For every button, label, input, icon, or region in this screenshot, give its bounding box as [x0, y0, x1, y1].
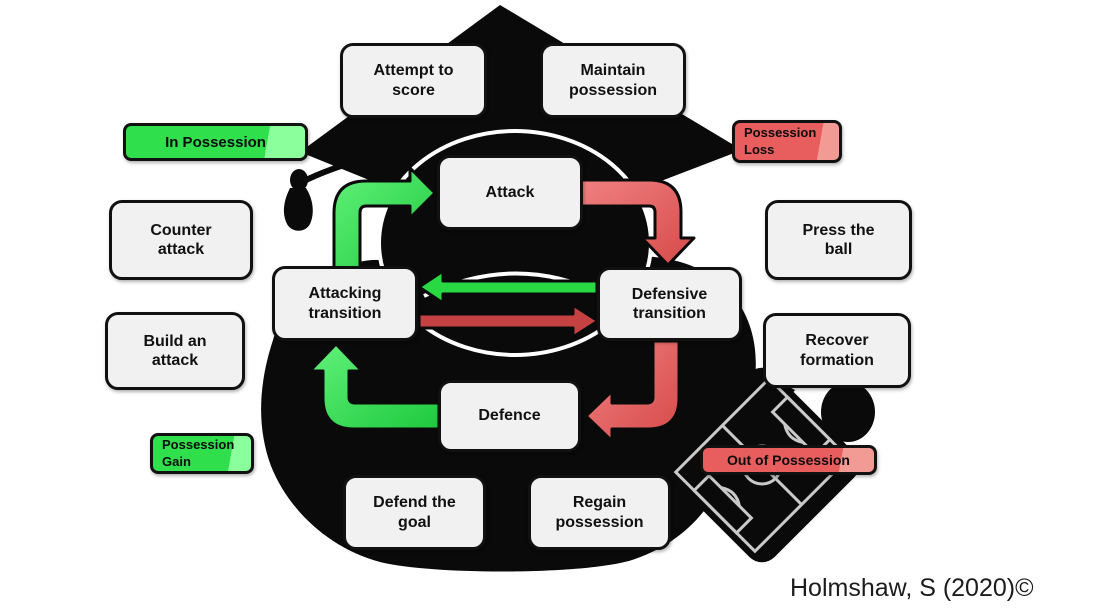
tassel-icon	[283, 155, 369, 231]
credit-text: Holmshaw, S (2020)©	[790, 574, 1034, 602]
label-possession-loss: Possession Loss	[732, 120, 842, 163]
node-defend-the-goal: Defend the goal	[343, 475, 486, 550]
label-possession-gain: Possession Gain	[150, 433, 254, 474]
label-in-possession: In Possession	[123, 123, 308, 161]
node-regain-possession: Regain possession	[528, 475, 671, 550]
node-counter-attack: Counter attack	[109, 200, 253, 280]
clipboard-clip	[821, 382, 875, 442]
node-press-the-ball: Press the ball	[765, 200, 912, 280]
arrow-defensive-transition-to-defence	[584, 339, 681, 443]
node-defensive-transition: Defensive transition	[597, 267, 742, 341]
node-attack: Attack	[437, 155, 583, 230]
label-out-of-possession: Out of Possession	[700, 445, 877, 475]
node-maintain-possession: Maintain possession	[540, 43, 686, 118]
arrow-defence-to-attacking-transition	[308, 342, 441, 431]
arrow-attacking-transition-to-attack	[332, 166, 437, 270]
arrow-defensive-to-attacking-transition	[417, 269, 599, 305]
arrow-attack-to-defensive-transition	[579, 178, 696, 267]
node-attacking-transition: Attacking transition	[272, 266, 418, 341]
node-recover-formation: Recover formation	[763, 313, 911, 388]
node-attempt-to-score: Attempt to score	[340, 43, 487, 118]
node-build-an-attack: Build an attack	[105, 312, 245, 390]
arrow-attacking-to-defensive-transition	[417, 303, 600, 339]
node-defence: Defence	[438, 380, 581, 452]
